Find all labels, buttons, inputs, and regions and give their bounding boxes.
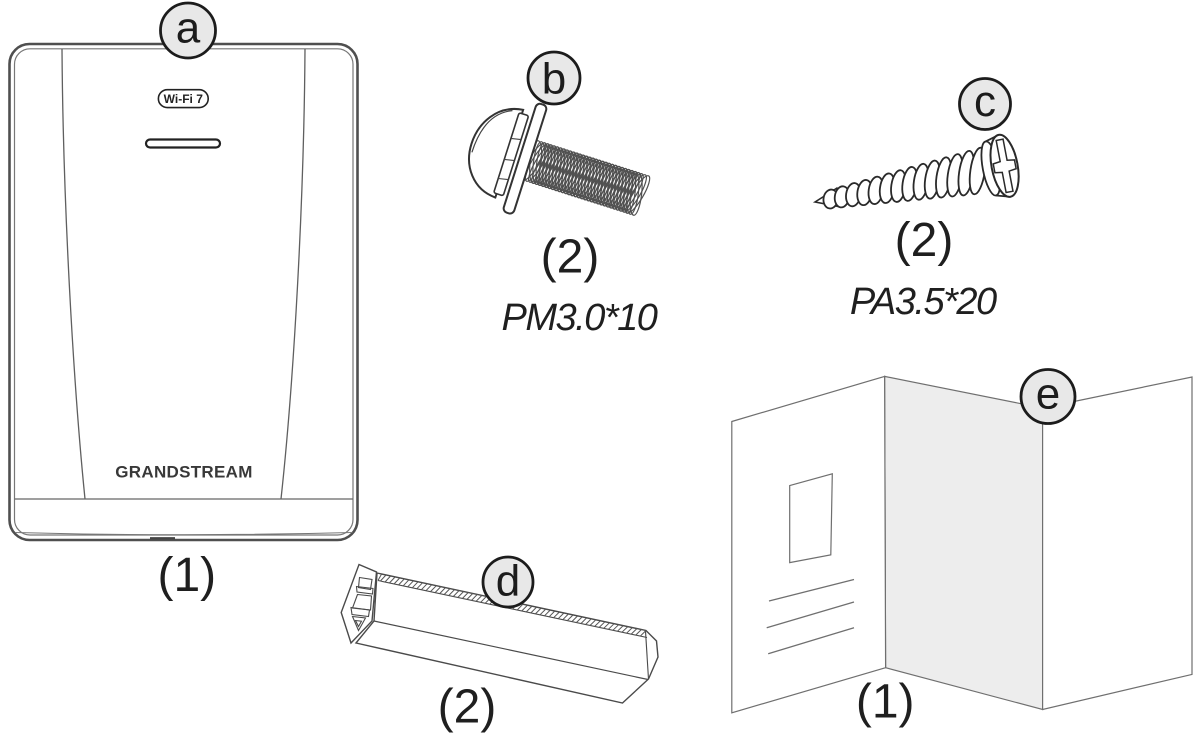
svg-text:PM3.0*10: PM3.0*10: [502, 297, 658, 339]
svg-text:a: a: [176, 3, 201, 52]
svg-text:Wi-Fi 7: Wi-Fi 7: [164, 92, 204, 106]
svg-text:(2): (2): [541, 230, 600, 283]
svg-text:(1): (1): [157, 549, 216, 602]
svg-text:PA3.5*20: PA3.5*20: [850, 281, 997, 323]
svg-text:(1): (1): [856, 675, 915, 728]
svg-text:(2): (2): [895, 214, 954, 267]
svg-text:c: c: [974, 77, 996, 126]
svg-text:e: e: [1036, 370, 1060, 419]
svg-text:b: b: [542, 55, 566, 104]
svg-text:(2): (2): [438, 680, 497, 733]
svg-text:GRANDSTREAM: GRANDSTREAM: [115, 463, 252, 482]
svg-text:d: d: [496, 557, 520, 606]
